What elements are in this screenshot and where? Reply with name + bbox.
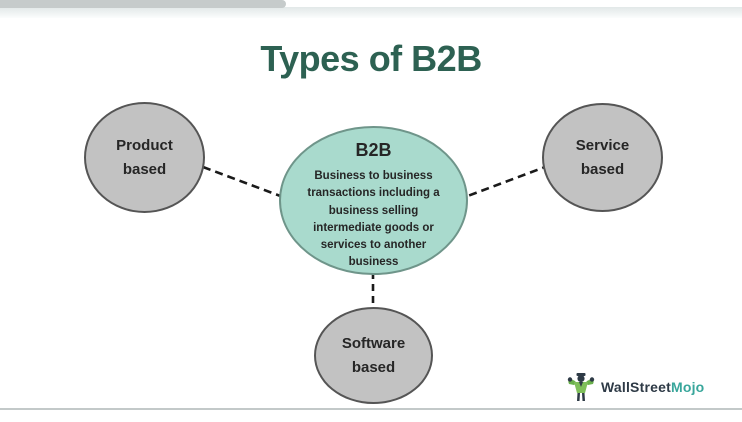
connector-center-to-service [456, 165, 546, 202]
center-node-b2b: B2B Business to business transactions in… [279, 126, 468, 275]
center-node-title: B2B [355, 140, 392, 160]
node-software-based: Software based [314, 307, 433, 404]
brand-watermark: WallStreetMojo [566, 371, 704, 403]
brand-name-secondary: Mojo [670, 379, 705, 395]
node-service-based: Service based [542, 103, 663, 212]
wallstreetmojo-mascot-icon [567, 373, 595, 401]
node-label: Service based [575, 137, 630, 178]
node-label: Product based [116, 137, 173, 178]
top-gradient-band [0, 7, 742, 18]
node-product-based: Product based [84, 102, 205, 213]
connector-product-to-center [202, 165, 292, 202]
bottom-divider [0, 408, 742, 410]
page-title: Types of B2B [260, 38, 482, 79]
node-label: Software based [341, 335, 406, 376]
top-toolbar-remnant [0, 0, 286, 8]
brand-name: WallStreetMojo [601, 379, 704, 395]
center-node-description: Business to business transactions includ… [307, 170, 440, 269]
brand-name-primary: WallStreet [601, 379, 671, 395]
